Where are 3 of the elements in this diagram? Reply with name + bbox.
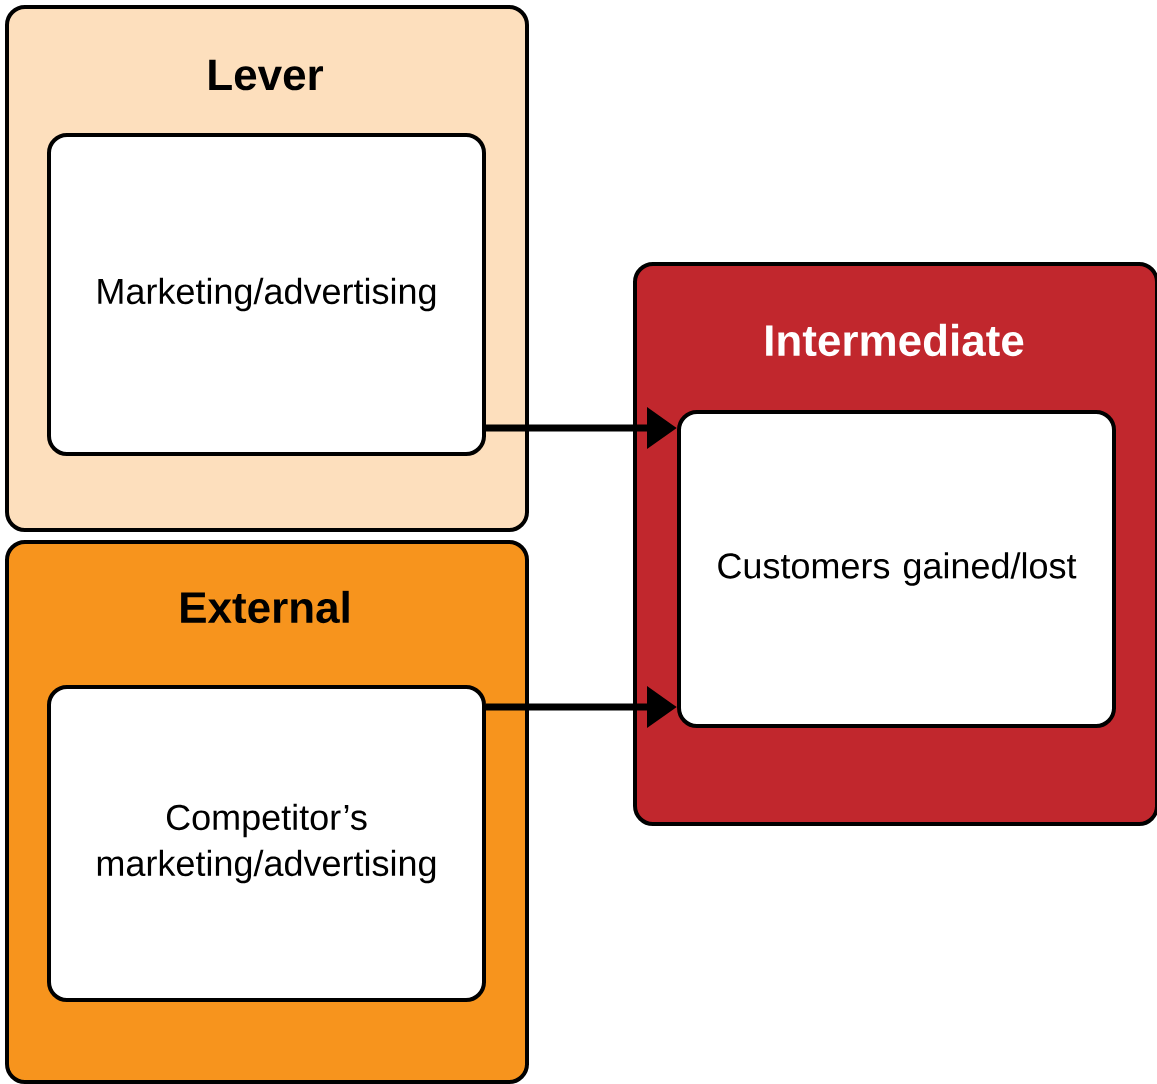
process-box: Customers gained/lost — [677, 410, 1116, 728]
process-box: Marketing/advertising — [47, 133, 486, 456]
process-box: Competitor’s marketing/advertising — [47, 685, 486, 1002]
